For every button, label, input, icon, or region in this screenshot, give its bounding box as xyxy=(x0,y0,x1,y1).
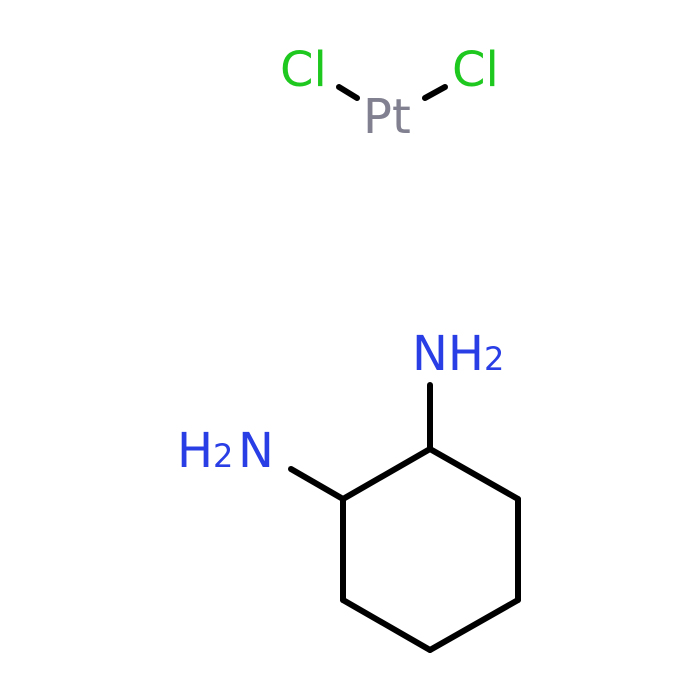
chlorine-atom-right: Cl xyxy=(452,42,499,98)
amine-group-left: H 2 N xyxy=(177,423,274,479)
ring-bond-4 xyxy=(340,597,433,653)
amine-left-n: N xyxy=(238,423,274,479)
pt-cl-bond-left xyxy=(336,84,360,101)
amine-left-subscript: 2 xyxy=(213,437,233,475)
pt-cl-bond-right xyxy=(422,84,448,101)
chlorine-atom-left: Cl xyxy=(280,42,327,98)
ring-bond-6 xyxy=(340,446,433,502)
amine-top-subscript: 2 xyxy=(484,340,504,378)
ring-bond-1 xyxy=(427,446,521,502)
ring-bond-3 xyxy=(427,597,521,653)
amine-top-symbol: NH xyxy=(412,326,484,382)
amine-group-top: NH 2 xyxy=(412,326,504,382)
amine-left-h: H xyxy=(177,423,213,479)
c-n-bond-left xyxy=(288,466,346,502)
platinum-atom: Pt xyxy=(363,89,411,145)
